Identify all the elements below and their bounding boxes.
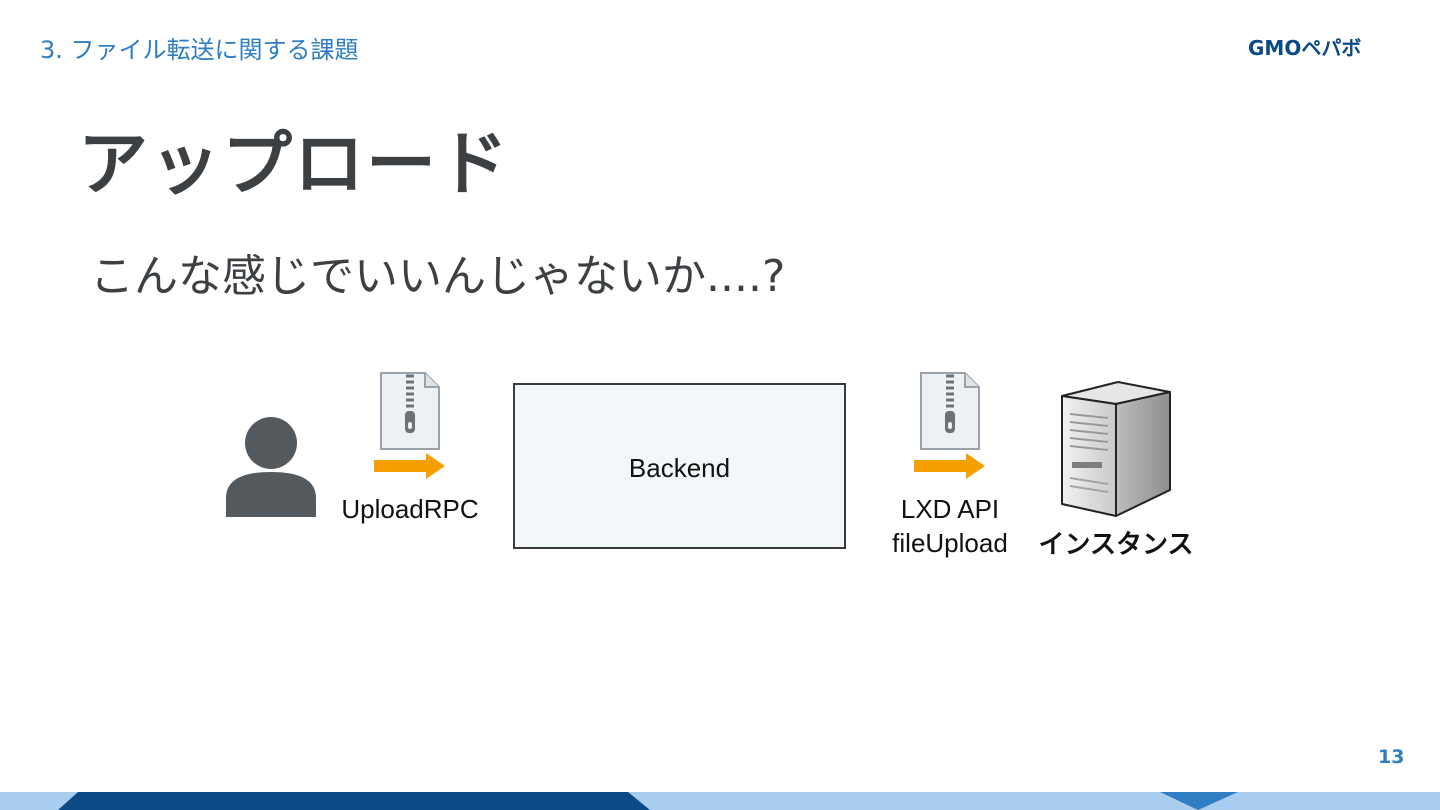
server-icon [1061,381,1171,517]
backend-label: Backend [628,453,731,483]
arrow-right-icon [914,453,985,479]
page-number: 13 [1378,746,1405,768]
user-icon [226,417,316,517]
section-title: 3. ファイル転送に関する課題 [40,36,359,64]
backend-node: Backend [513,383,846,549]
arrow-right-icon [374,453,445,479]
zip-file-icon [380,372,440,450]
edge-label-upload-rpc: UploadRPC [341,494,479,524]
edge-label-lxd-api: LXD API [900,494,1000,524]
page-subtitle: こんな感じでいいんじゃないか....? [90,251,786,302]
instance-label: インスタンス [1038,530,1194,560]
company-logo: GMOペパボ [1248,36,1361,58]
logo-text: GMOペパボ [1248,36,1361,58]
page-title: アップロード [78,123,510,205]
zip-file-icon [920,372,980,450]
edge-label-file-upload: fileUpload [892,528,1008,558]
footer-band [0,792,1440,810]
